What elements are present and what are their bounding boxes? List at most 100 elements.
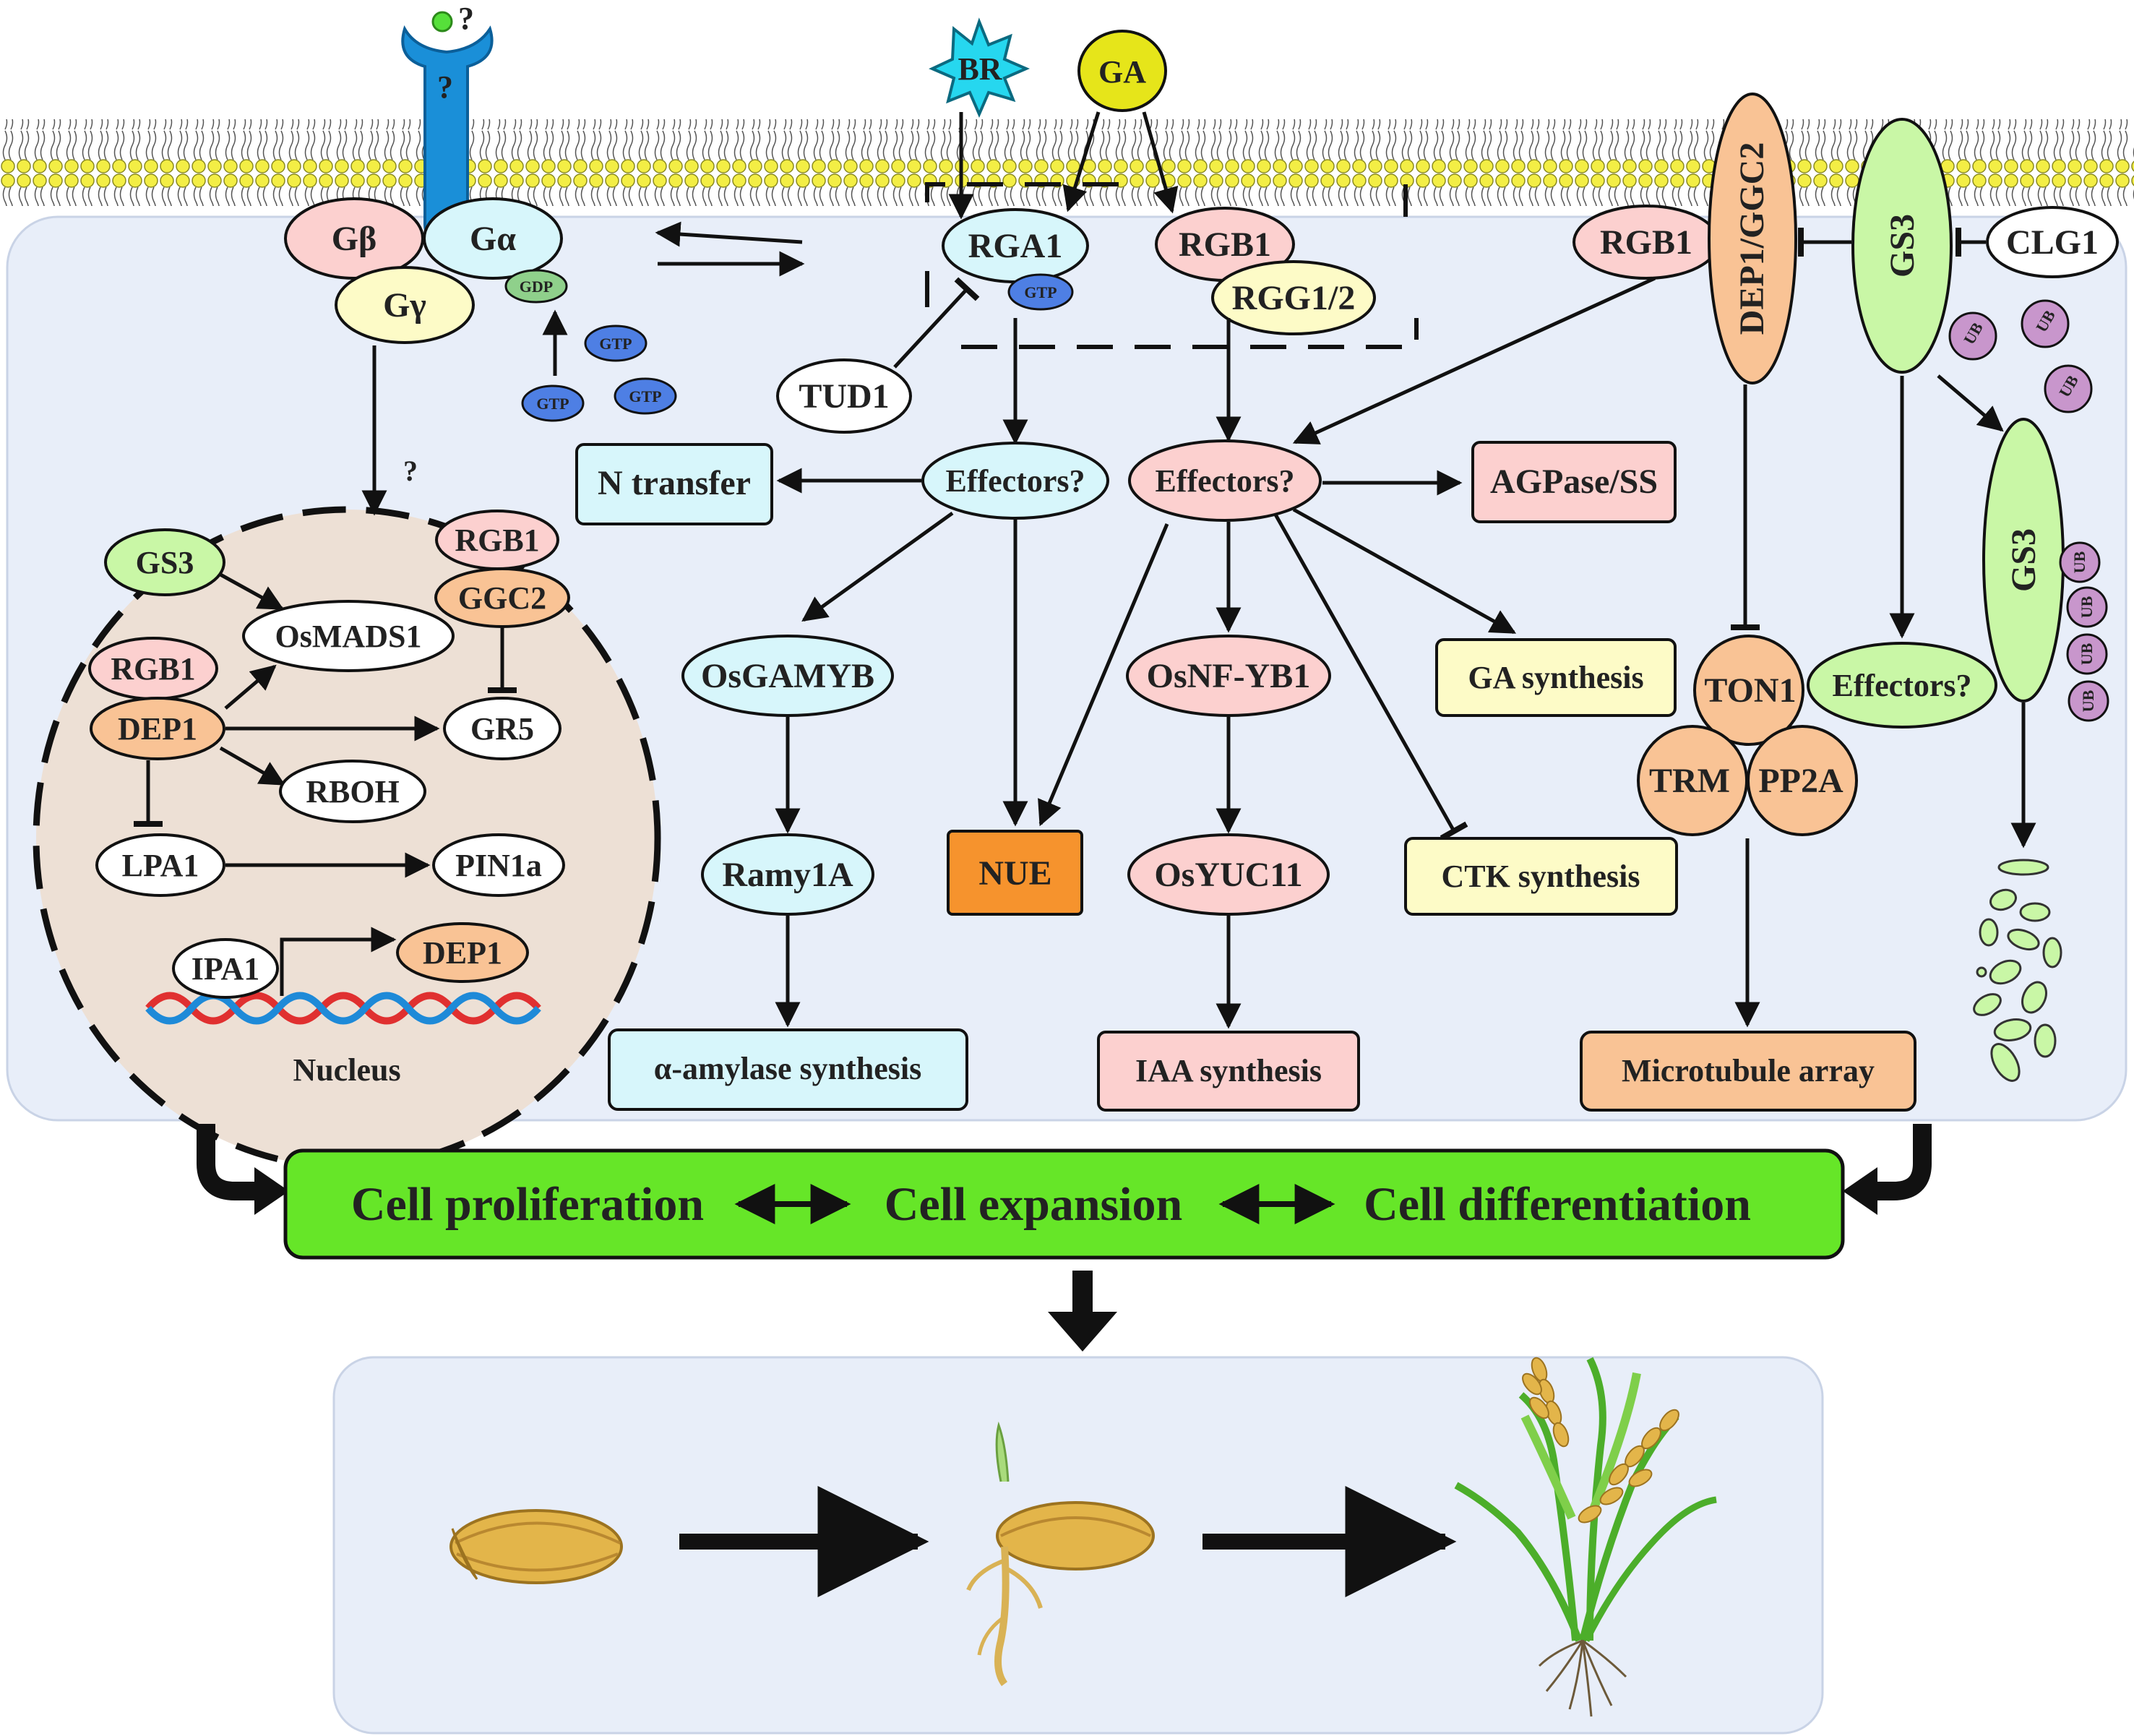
nuc-gs3-label: GS3 bbox=[136, 545, 194, 580]
ub-cluster: UB UB UB bbox=[1948, 299, 2093, 413]
pp2a-node bbox=[1747, 725, 1858, 836]
microtubule-box bbox=[1580, 1031, 1916, 1112]
mature-rice-plant-illustration bbox=[1454, 1357, 1717, 1717]
nuc-ipa1-node bbox=[172, 938, 279, 999]
br-hormone bbox=[929, 17, 1031, 119]
iaa-label: IAA synthesis bbox=[1135, 1053, 1322, 1088]
osnf-node bbox=[1126, 635, 1331, 717]
rgb1-label: RGB1 bbox=[1179, 225, 1271, 264]
rga1-effectors-label: Effectors? bbox=[945, 463, 1085, 499]
ga-hormone bbox=[1077, 30, 1167, 112]
rga1-gtp-node bbox=[1007, 273, 1074, 311]
gtp-label: GTP bbox=[536, 395, 569, 413]
tud1-label: TUD1 bbox=[799, 377, 889, 416]
ub-node bbox=[2059, 541, 2101, 583]
nue-box bbox=[947, 830, 1083, 916]
osyuc-label: OsYUC11 bbox=[1154, 856, 1302, 894]
ub-label: UB bbox=[2070, 551, 2088, 573]
cell-proliferation-label: Cell proliferation bbox=[351, 1178, 704, 1231]
n-transfer-box bbox=[575, 443, 773, 525]
ub-label: UB bbox=[2078, 596, 2096, 618]
ub-label: UB bbox=[2078, 643, 2096, 665]
gtp-node bbox=[614, 377, 677, 415]
ligand-dot bbox=[431, 11, 453, 33]
ga-to-rga1-arrow bbox=[1062, 111, 1101, 212]
rgb1-effectors-node bbox=[1128, 439, 1322, 522]
nuc-dep1-label: DEP1 bbox=[118, 711, 197, 747]
outcome-bar bbox=[283, 1148, 1845, 1260]
gs3-label: GS3 bbox=[1883, 214, 1922, 278]
g-beta-label: Gβ bbox=[332, 220, 377, 258]
down-flow-arrow-shaft bbox=[1072, 1271, 1093, 1314]
gtp-label: GTP bbox=[629, 387, 661, 405]
dep1-to-rboh-arrow bbox=[219, 746, 286, 786]
gs3-to-osmads1-arrow bbox=[219, 572, 285, 611]
ub-node bbox=[2021, 299, 2070, 348]
clg1-node bbox=[1986, 206, 2119, 278]
ctk-synthesis-label: CTK synthesis bbox=[1441, 859, 1640, 894]
effectors-to-ga-synthesis-arrow bbox=[1292, 507, 1517, 635]
rga1-effectors-node bbox=[921, 442, 1109, 520]
gtp-node bbox=[584, 325, 647, 362]
ub-label: UB bbox=[2079, 689, 2097, 712]
nuc-rboh-label: RBOH bbox=[306, 774, 400, 809]
gs3-node bbox=[1851, 118, 1953, 374]
rgg-label: RGG1/2 bbox=[1232, 279, 1356, 317]
germinating-seedling-illustration bbox=[966, 1421, 1155, 1686]
receptor bbox=[401, 25, 494, 240]
ramy1a-label: Ramy1A bbox=[722, 856, 853, 894]
nuc-rgb1-b-label: RGB1 bbox=[111, 651, 195, 687]
rgg-node bbox=[1211, 260, 1376, 335]
gs3-to-ub-gs3-arrow bbox=[1937, 374, 2004, 432]
effectors-to-nue-arrow-2 bbox=[1038, 523, 1169, 827]
nuc-gr5-label: GR5 bbox=[470, 711, 534, 747]
effectors-to-osgamyb-arrow bbox=[801, 511, 954, 622]
effectors-inhibit-ctk-synthesis bbox=[1273, 513, 1468, 841]
amylase-label: α-amylase synthesis bbox=[654, 1051, 921, 1086]
pp2a-label: PP2A bbox=[1758, 762, 1843, 800]
rga1-complex-boundary bbox=[925, 182, 1419, 349]
seed-illustration bbox=[449, 1509, 623, 1584]
cell-expansion-label: Cell expansion bbox=[885, 1178, 1183, 1231]
ub-chain: UB UB UB UB bbox=[2059, 541, 2109, 722]
nuc-pin1a-node bbox=[432, 833, 565, 897]
down-flow-arrowhead bbox=[1048, 1312, 1117, 1352]
dep1-to-osmads1-arrow bbox=[224, 664, 277, 710]
nucleus-label: Nucleus bbox=[293, 1052, 400, 1088]
rgb1-to-effectors-arrow bbox=[1292, 276, 1656, 444]
cell-differentiation-label: Cell differentiation bbox=[1364, 1178, 1751, 1231]
osnf-label: OsNF-YB1 bbox=[1147, 657, 1311, 695]
nuc-osmads1-label: OsMADS1 bbox=[275, 619, 422, 654]
agpase-box bbox=[1471, 441, 1677, 523]
agpase-label: AGPase/SS bbox=[1490, 463, 1658, 501]
nue-label: NUE bbox=[978, 854, 1051, 893]
ub-node bbox=[1948, 311, 1997, 361]
gtp-node bbox=[521, 384, 585, 422]
n-transfer-label: N transfer bbox=[598, 464, 751, 502]
gdp-label: GDP bbox=[520, 278, 553, 296]
nuc-ggc2-label: GGC2 bbox=[458, 580, 546, 616]
nuc-gs3-node bbox=[104, 528, 225, 596]
osgamyb-label: OsGAMYB bbox=[701, 657, 874, 695]
left-flow-arrow bbox=[197, 1124, 260, 1200]
nuc-ipa1-label: IPA1 bbox=[192, 951, 260, 987]
right-effectors-label: Effectors? bbox=[1832, 668, 1971, 703]
receptor-mark: ? bbox=[437, 69, 453, 105]
nuclear-signal-mark: ? bbox=[403, 455, 418, 487]
gdp-node bbox=[504, 269, 568, 304]
nuc-rboh-node bbox=[279, 760, 426, 823]
nuc-pin1a-label: PIN1a bbox=[455, 848, 542, 883]
g-alpha-node bbox=[423, 197, 563, 280]
nuc-ggc2-node bbox=[434, 567, 570, 628]
g-gamma-label: Gγ bbox=[383, 286, 426, 325]
nuc-rgb1-label: RGB1 bbox=[455, 523, 539, 558]
g-alpha-label: Gα bbox=[470, 220, 516, 258]
ub-node bbox=[2044, 364, 2093, 413]
osyuc-node bbox=[1127, 833, 1330, 916]
right-rgb1-label: RGB1 bbox=[1600, 223, 1692, 262]
nuc-gr5-node bbox=[443, 697, 562, 760]
ipa1-activates-dep1 bbox=[280, 927, 397, 996]
left-flow-arrowhead bbox=[254, 1167, 289, 1215]
trm-label: TRM bbox=[1649, 762, 1730, 800]
